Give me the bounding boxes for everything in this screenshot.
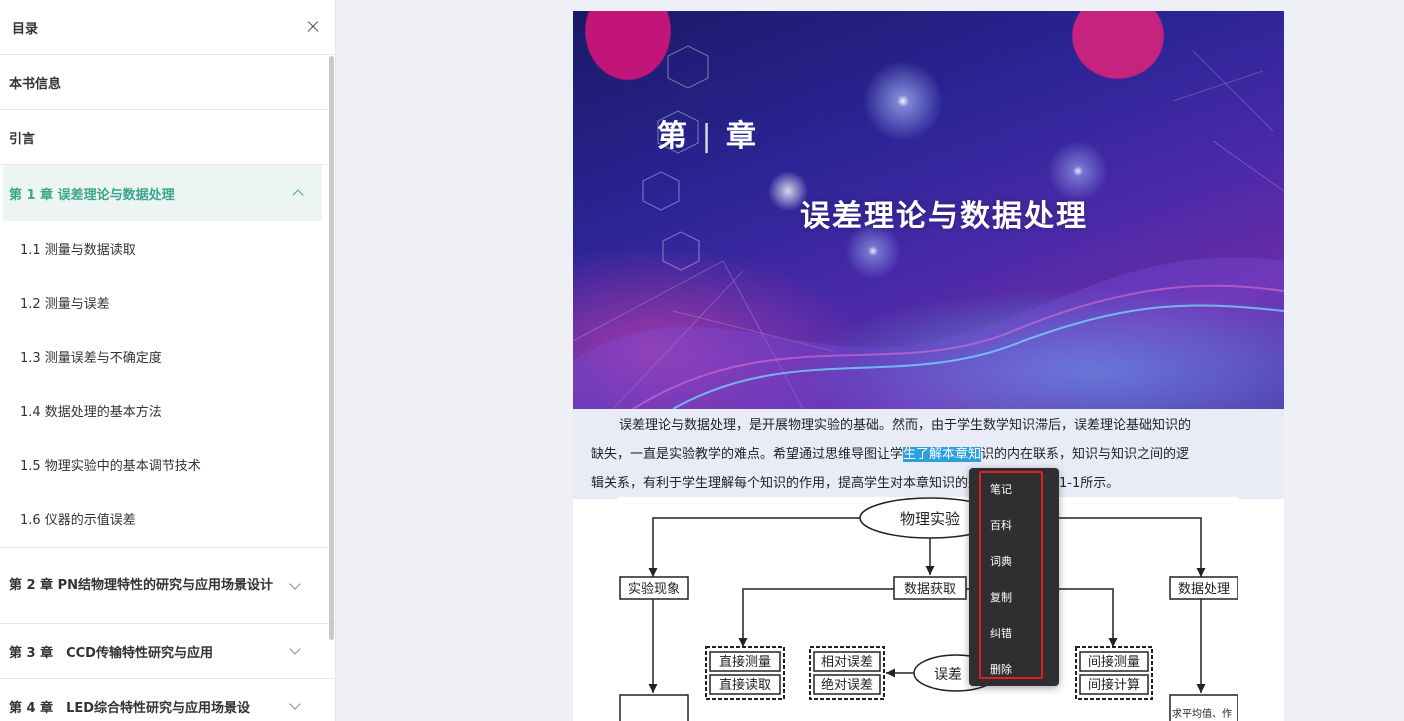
- node-label: 相对误差: [821, 655, 873, 670]
- toc-item-introduction[interactable]: 引言: [0, 110, 335, 165]
- node-label: 间接计算: [1088, 677, 1140, 693]
- chevron-down-icon[interactable]: [289, 643, 301, 655]
- chevron-down-icon[interactable]: [289, 577, 301, 590]
- node-label: 间接测量: [1088, 654, 1140, 670]
- text-span: 缺失，一直是实验教学的难点。希望通过思维导图让学: [591, 447, 904, 462]
- toc-subitem-1-1[interactable]: 1.1 测量与数据读取: [20, 242, 136, 258]
- mindmap-diagram: 物理实验 实验现象 数据获取 数据处理 直接测量 直接读取 相对误差 绝对误差 …: [619, 497, 1239, 721]
- toc-panel: 目录 本书信息 引言 第 1 章 误差理论与数据处理 1.1 测量与数据读取 1…: [0, 0, 336, 721]
- toc-item-chapter-2[interactable]: 第 2 章 PN结物理特性的研究与应用场景设计: [0, 548, 335, 624]
- toc-subitem-1-5[interactable]: 1.5 物理实验中的基本调节技术: [20, 458, 201, 474]
- node-label: 数据处理: [1178, 582, 1230, 597]
- menu-item-encyclopedia[interactable]: 百科: [990, 519, 1012, 532]
- node-label: 误差: [934, 667, 962, 683]
- book-page: 第 | 章 误差理论与数据处理 误差理论与数据处理，是开展物理实验的基础。然而，…: [573, 11, 1284, 721]
- toc-item-label: 本书信息: [9, 76, 62, 92]
- chevron-down-icon[interactable]: [289, 698, 301, 710]
- menu-item-dictionary[interactable]: 词典: [990, 555, 1012, 568]
- node-acquire: [893, 576, 967, 600]
- toc-item-label: 第 1 章 误差理论与数据处理: [9, 187, 175, 203]
- toc-subitem-1-2[interactable]: 1.2 测量与误差: [20, 296, 110, 312]
- paragraph-line-3: 辑关系，有利于学生理解每个知识的作用，提高学生对本章知识的整体认识，如图1-1所…: [591, 476, 1120, 491]
- toc-item-chapter-4[interactable]: 第 4 章 LED综合特性研究与应用场景设: [0, 679, 335, 721]
- toc-subitem-1-4[interactable]: 1.4 数据处理的基本方法: [20, 404, 162, 420]
- menu-item-note[interactable]: 笔记: [990, 483, 1012, 496]
- node-label: 数据获取: [904, 582, 956, 597]
- chapter-prefix: 第: [657, 119, 689, 154]
- paragraph-line-2: 缺失，一直是实验教学的难点。希望通过思维导图让学生了解本章知识的内在联系，知识与…: [591, 440, 1266, 469]
- node-phenomenon: [619, 576, 689, 600]
- toc-item-label: 引言: [9, 131, 36, 147]
- chapter-number: 第 | 章: [657, 111, 758, 155]
- chapter-title: 误差理论与数据处理: [800, 199, 1088, 234]
- chapter-suffix: 章: [726, 119, 759, 154]
- menu-item-copy[interactable]: 复制: [990, 591, 1012, 604]
- node-label: 绝对误差: [821, 677, 873, 693]
- node-label: 直接测量: [719, 654, 771, 670]
- node-label: 求平均值、作: [1172, 707, 1232, 720]
- toc-title: 目录: [12, 21, 39, 37]
- context-menu: 笔记 百科 词典 复制 纠错 删除: [969, 468, 1059, 686]
- chevron-up-icon[interactable]: [292, 189, 304, 201]
- toc-item-label: 第 3 章 CCD传输特性研究与应用: [9, 645, 213, 661]
- toc-scrollbar[interactable]: [329, 56, 334, 640]
- node-label: 实验现象: [628, 581, 680, 597]
- node-label: 直接读取: [719, 677, 771, 693]
- paragraph-line-1: 误差理论与数据处理，是开展物理实验的基础。然而，由于学生数学知识滞后，误差理论基…: [619, 418, 1192, 433]
- toc-item-label: 第 4 章 LED综合特性研究与应用场景设: [9, 700, 251, 716]
- text-span: 识的内在联系，知识与知识之间的逻: [981, 447, 1190, 462]
- close-icon[interactable]: [305, 19, 321, 35]
- cover-decoration: [573, 45, 1284, 409]
- mindmap-figure: 物理实验 实验现象 数据获取 数据处理 直接测量 直接读取 相对误差 绝对误差 …: [618, 497, 1239, 721]
- toc-header: 目录: [0, 0, 335, 55]
- menu-item-delete[interactable]: 删除: [990, 663, 1012, 676]
- toc-item-book-info[interactable]: 本书信息: [0, 55, 335, 110]
- root-node-label: 物理实验: [900, 510, 960, 528]
- toc-subitem-1-6[interactable]: 1.6 仪器的示值误差: [20, 512, 136, 528]
- chapter-cover-image: 第 | 章 误差理论与数据处理: [573, 11, 1284, 409]
- body-text[interactable]: 误差理论与数据处理，是开展物理实验的基础。然而，由于学生数学知识滞后，误差理论基…: [573, 409, 1284, 499]
- chapter-bar: |: [701, 119, 714, 154]
- selected-text[interactable]: 生了解本章知: [903, 447, 982, 462]
- toc-item-chapter-1[interactable]: 第 1 章 误差理论与数据处理: [3, 165, 322, 221]
- toc-subitem-1-3[interactable]: 1.3 测量误差与不确定度: [20, 350, 162, 366]
- toc-item-label: 第 2 章 PN结物理特性的研究与应用场景设计: [9, 577, 274, 593]
- toc-item-chapter-3[interactable]: 第 3 章 CCD传输特性研究与应用: [0, 624, 335, 679]
- menu-item-correct[interactable]: 纠错: [990, 627, 1012, 640]
